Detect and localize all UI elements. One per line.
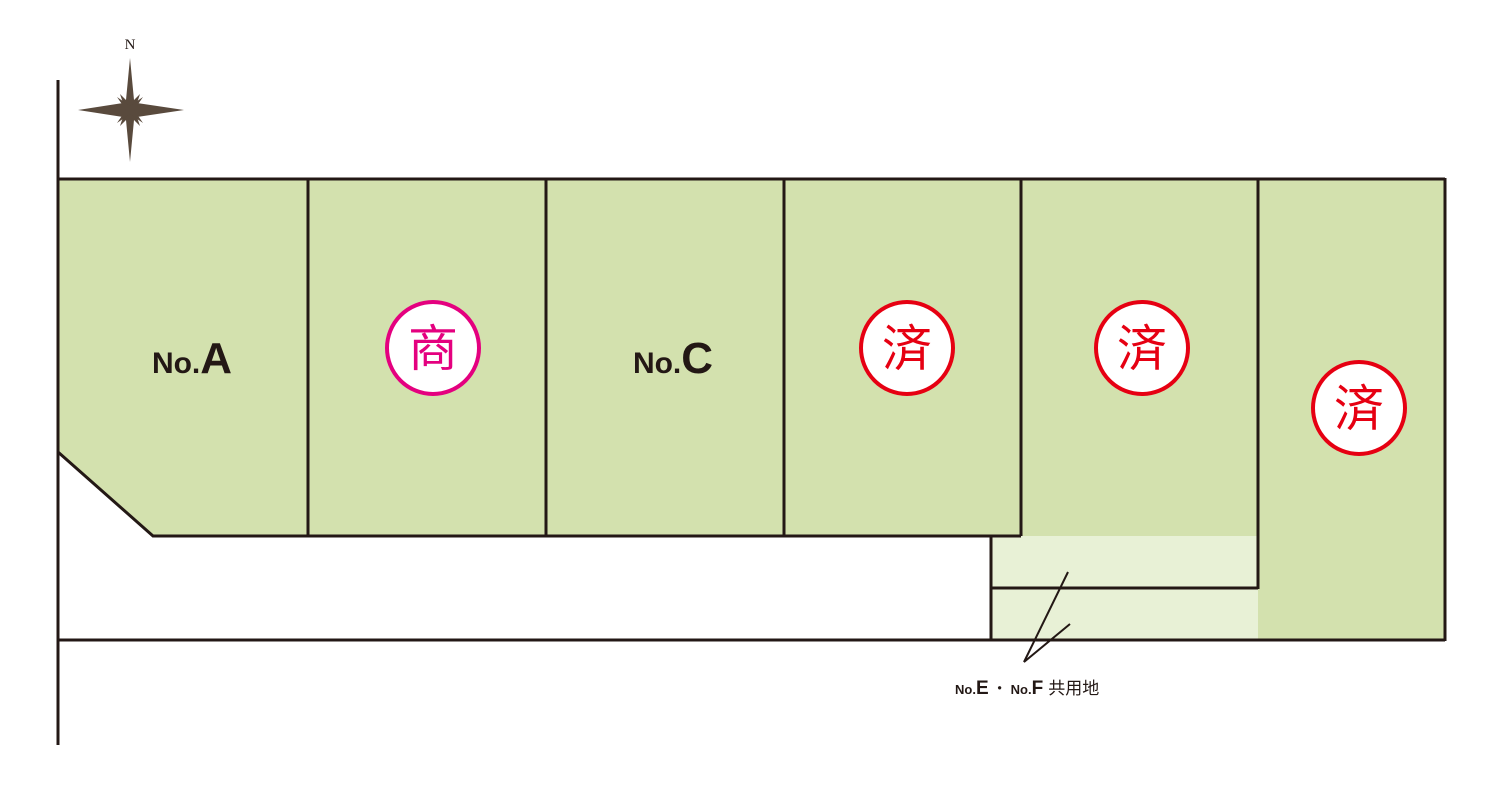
shared-no-f-letter: F xyxy=(1032,678,1044,699)
shared-land-leader xyxy=(1023,571,1071,663)
lot-e-status-stamp: 済 xyxy=(1094,300,1190,396)
lot-b-status-text: 商 xyxy=(408,320,458,378)
lot-e-status-text: 済 xyxy=(1117,320,1167,378)
lot-c-no-prefix: No. xyxy=(633,347,681,380)
lot-d-status-text: 済 xyxy=(882,320,932,378)
lot-a-no-prefix: No. xyxy=(152,347,200,380)
shared-separator: ・ xyxy=(992,681,1008,698)
compass-rose-icon: N xyxy=(78,37,184,162)
lot-a[interactable] xyxy=(58,179,308,536)
shared-no-f-prefix: No. xyxy=(1011,682,1032,697)
lot-a-label: No.A xyxy=(152,334,232,383)
compass-north-label: N xyxy=(125,37,136,53)
lot-b-status-stamp: 商 xyxy=(385,300,481,396)
shared-no-e-letter: E xyxy=(976,678,989,699)
lots xyxy=(58,179,1445,640)
shared-suffix: 共用地 xyxy=(1048,679,1099,699)
boundary-lines xyxy=(56,80,1447,745)
lot-c-label: No.C xyxy=(633,334,713,383)
shared-no-e-prefix: No. xyxy=(955,682,976,697)
lot-a-letter: A xyxy=(200,334,232,383)
lot-f-status-stamp: 済 xyxy=(1311,360,1407,456)
lot-f-status-text: 済 xyxy=(1334,380,1384,438)
lot-c[interactable] xyxy=(546,179,784,536)
lot-d-status-stamp: 済 xyxy=(859,300,955,396)
lot-c-letter: C xyxy=(681,334,713,383)
